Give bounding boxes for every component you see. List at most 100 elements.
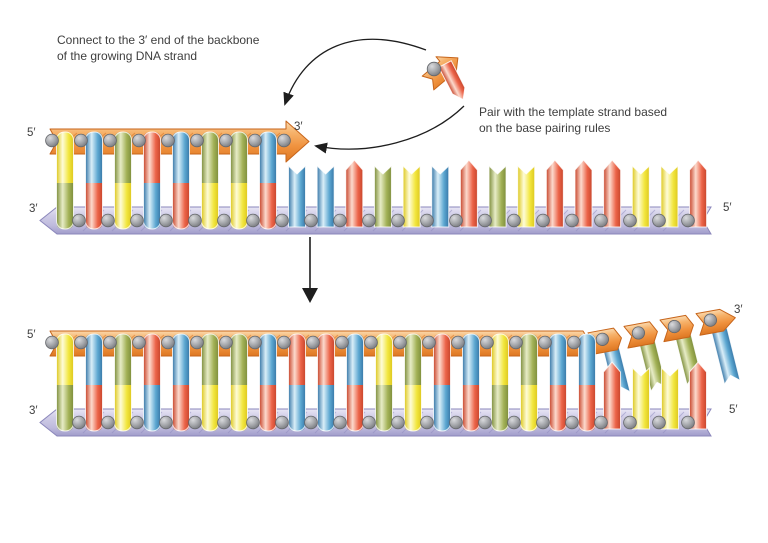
phosphates [45,133,695,228]
phosphate-ball [426,61,442,77]
phosphate-ball [74,335,88,350]
top-template-strand-3-label: 3′ [29,203,38,215]
phosphate-ball [565,415,579,430]
phosphate-ball [72,213,86,228]
phosphate-ball [132,133,146,148]
phosphate-ball [422,335,436,350]
phosphate-ball [362,213,376,228]
phosphate-ball [72,415,86,430]
paired-base [404,333,422,432]
phosphate-ball [536,213,550,228]
bottom-template-strand-3-label: 3′ [29,405,38,417]
paired-base [578,333,596,432]
phosphate-ball [103,335,117,350]
phosphate-ball [217,415,231,430]
unpaired-base [488,164,507,228]
phosphate-ball [246,415,260,430]
bases [56,333,707,432]
phosphate-ball [449,415,463,430]
phosphate-ball [420,415,434,430]
paired-base [375,333,393,432]
phosphate-ball [362,415,376,430]
nucleotide-base [438,60,466,101]
phosphate-ball [681,213,695,228]
phosphate-ball [74,133,88,148]
phosphate-ball [159,213,173,228]
unpaired-base [345,159,364,228]
paired-base [114,131,132,230]
unpaired-base [545,159,564,228]
phosphate-ball [480,335,494,350]
paired-base [317,333,335,432]
phosphate-ball [507,213,521,228]
phosphate-ball [161,133,175,148]
paired-base [288,333,306,432]
phosphate-ball [190,133,204,148]
phosphate-ball [393,335,407,350]
unpaired-base [431,164,450,228]
phosphate-ball [667,319,682,334]
phosphates [45,335,695,430]
phosphate-ball [277,335,291,350]
phosphate-ball [190,335,204,350]
phosphate-ball [159,415,173,430]
phosphate-ball [45,335,59,350]
phosphate-ball [391,213,405,228]
phosphate-ball [391,415,405,430]
unpaired-base [316,164,335,228]
phosphate-ball [219,133,233,148]
lifting-strand-end [587,308,736,355]
phosphate-ball [306,335,320,350]
connect-note-line2: of the growing DNA strand [57,49,198,63]
phosphate-ball [333,213,347,228]
paired-base [346,333,364,432]
phosphate-ball [478,213,492,228]
bottom-template-strand-5-label: 5′ [729,404,738,416]
phosphate-ball [45,133,59,148]
paired-base [56,333,74,432]
phosphate-ball [652,213,666,228]
phosphate-ball [335,335,349,350]
phosphate-ball [304,415,318,430]
arrow-to-backbone-end [283,38,427,106]
phosphate-ball [623,213,637,228]
paired-base [230,333,248,432]
phosphate-ball [567,335,581,350]
bottom-growing-strand-3-label: 3′ [734,304,743,316]
phosphate-ball [101,415,115,430]
phosphate-ball [449,213,463,228]
paired-base [549,333,567,432]
phosphate-ball [130,213,144,228]
unpaired-base [459,159,478,228]
paired-base [201,333,219,432]
phosphate-ball [420,213,434,228]
paired-base [433,333,451,432]
phosphate-ball [652,415,666,430]
paired-base [172,131,190,230]
top-template-strand-5-label: 5′ [723,202,732,214]
connect-note: Connect to the 3′ end of the backbone of… [57,32,259,64]
phosphate-ball [304,213,318,228]
paired-base [143,333,161,432]
phosphate-ball [103,133,117,148]
connect-note-line1: Connect to the 3′ end of the backbone [57,33,260,47]
step-down-arrow [302,237,318,303]
phosphate-ball [565,213,579,228]
phosphate-ball [623,415,637,430]
phosphate-ball [248,133,262,148]
phosphate-ball [277,133,291,148]
phosphate-ball [594,213,608,228]
paired-base [491,333,509,432]
phosphate-ball [478,415,492,430]
paired-base [259,333,277,432]
pair-note: Pair with the template strand based on t… [479,104,667,136]
unpaired-base [402,164,421,228]
phosphate-ball [161,335,175,350]
phosphate-ball [364,335,378,350]
phosphate-ball [217,213,231,228]
phosphate-ball [275,415,289,430]
phosphate-ball [333,415,347,430]
phosphate-ball [101,213,115,228]
